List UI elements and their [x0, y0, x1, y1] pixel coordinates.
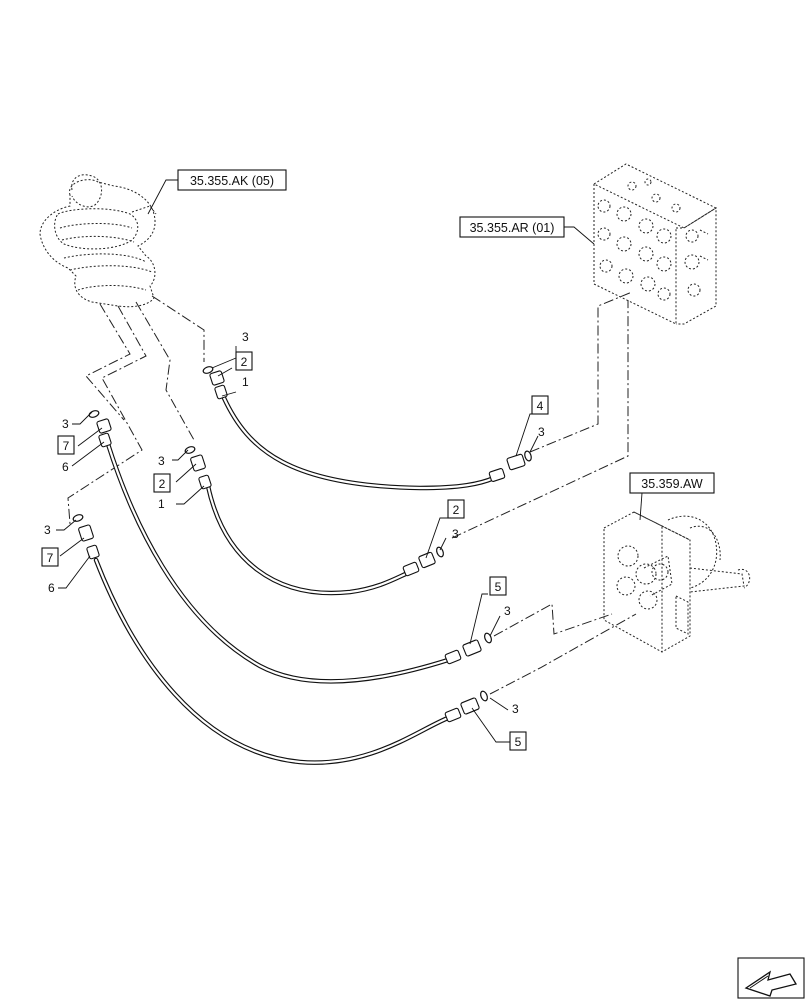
item-7-label: 7	[63, 439, 70, 453]
leader-lines	[56, 346, 539, 743]
item-2-box	[153, 473, 171, 493]
item-2-label: 2	[159, 477, 166, 491]
ref-valve-block-label: 35.355.AR (01)	[470, 221, 555, 235]
ref-joystick[interactable]: 35.355.AK (05)	[147, 169, 287, 215]
item-6-label: 6	[62, 460, 69, 474]
item-3-label: 3	[504, 604, 511, 618]
item-3-label: 3	[158, 454, 165, 468]
item-3-label: 3	[62, 417, 69, 431]
valve-block	[592, 163, 718, 325]
item-7-label: 7	[47, 551, 54, 565]
item-2-box	[447, 499, 465, 519]
item-5-box	[489, 576, 507, 596]
item-3-label: 3	[538, 425, 545, 439]
item-3-label: 3	[452, 527, 459, 541]
ref-valve-block[interactable]: 35.355.AR (01)	[459, 216, 595, 245]
ref-joystick-label: 35.355.AK (05)	[190, 174, 274, 188]
item-3-label: 3	[512, 702, 519, 716]
item-2-label: 2	[241, 355, 248, 369]
hydraulic-motor	[603, 511, 751, 653]
item-1-label: 1	[242, 375, 249, 389]
joystick-assembly	[39, 174, 157, 308]
ref-motor[interactable]: 35.359.AW	[629, 472, 715, 521]
item-6-label: 6	[48, 581, 55, 595]
item-1-label: 1	[158, 497, 165, 511]
item-2-label: 2	[453, 503, 460, 517]
item-4-label: 4	[537, 399, 544, 413]
item-7-box	[41, 547, 59, 567]
item-5-label: 5	[515, 735, 522, 749]
ref-motor-label: 35.359.AW	[641, 477, 703, 491]
fittings	[72, 366, 532, 723]
item-4-box	[531, 395, 549, 415]
item-labels: 3 2 1 3 7 6 3 2 1 3 7 6 4 3 2 3 5 3 3 5	[41, 330, 549, 751]
item-5-label: 5	[495, 580, 502, 594]
item-2-box	[235, 351, 253, 371]
next-page-arrow-icon[interactable]	[737, 957, 805, 999]
item-5-box	[509, 731, 527, 751]
hoses	[93, 395, 497, 765]
item-3-label: 3	[242, 330, 249, 344]
item-3-label: 3	[44, 523, 51, 537]
item-7-box	[57, 435, 75, 455]
connection-lines	[67, 291, 637, 695]
